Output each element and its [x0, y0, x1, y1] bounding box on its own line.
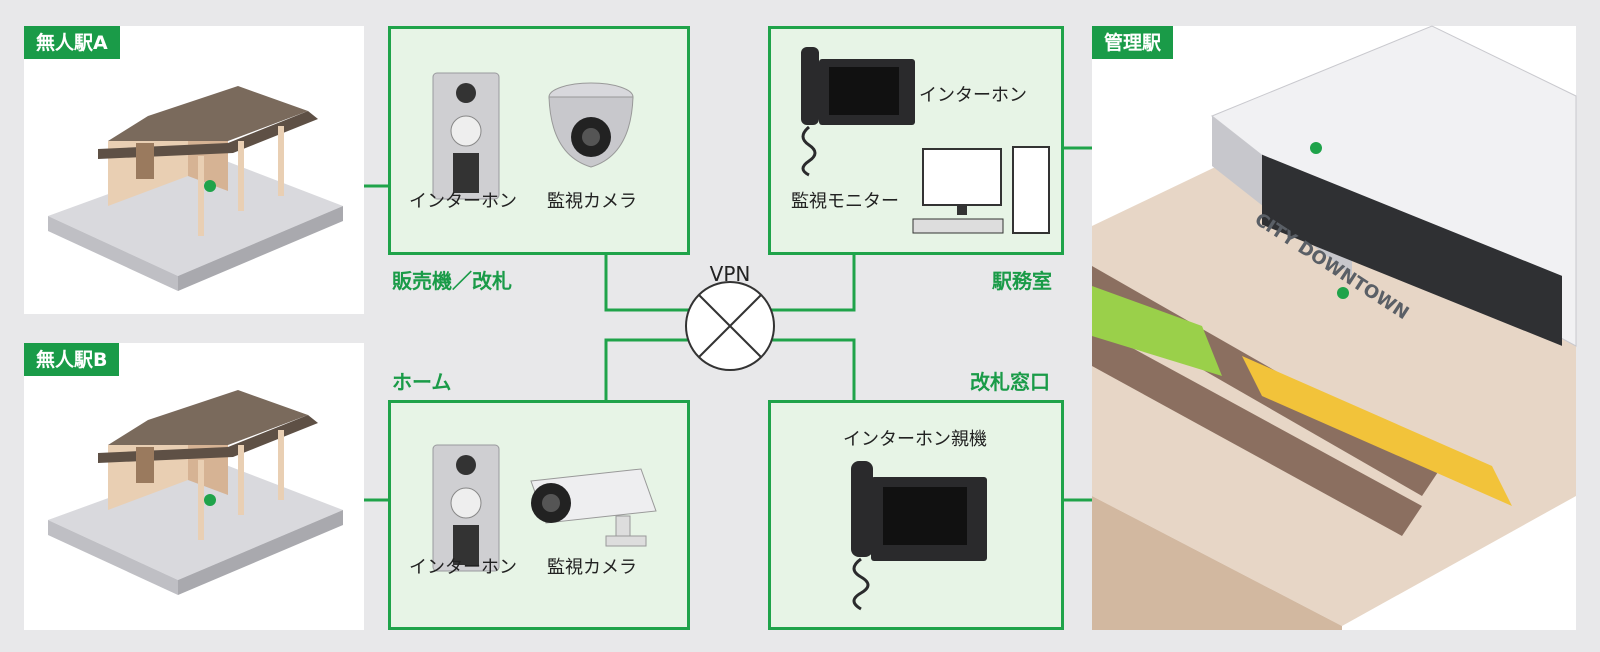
- hq-dot-window: [1337, 287, 1349, 299]
- window-device-1-label: インターホン親機: [843, 429, 987, 450]
- home-device-1-label: インターホン: [409, 557, 517, 578]
- office-device-2-label: 監視モニター: [791, 191, 899, 212]
- station-shelter-icon: [48, 86, 343, 291]
- ticket-window-label: 改札窓口: [970, 370, 1050, 394]
- station-shelter-icon: [48, 390, 343, 595]
- station-a-panel: [24, 26, 364, 314]
- hq-dot-office: [1310, 142, 1322, 154]
- platform-label: ホーム: [392, 370, 452, 394]
- ticket-device-2-label: 監視カメラ: [547, 191, 637, 212]
- desktop-pc-icon: [912, 146, 1050, 234]
- station-a-tag: 無人駅A: [24, 26, 120, 59]
- station-b-panel: [24, 343, 364, 630]
- door-intercom-icon: [432, 72, 500, 200]
- office-device-1-label: インターホン: [919, 85, 1027, 106]
- door-intercom-icon: [432, 444, 500, 572]
- ticket-device-1-label: インターホン: [409, 191, 517, 212]
- isometric-station-icon: [1092, 25, 1577, 630]
- station-b-tag: 無人駅B: [24, 343, 120, 376]
- hq-station-tag: 管理駅: [1092, 26, 1174, 59]
- dome-camera-icon: [548, 82, 634, 168]
- station-office-label: 駅務室: [992, 269, 1052, 293]
- home-device-2-label: 監視カメラ: [547, 557, 637, 578]
- monitor-intercom-icon: [851, 461, 987, 611]
- platform-box: インターホン 監視カメラ: [388, 400, 690, 630]
- vpn-hub-icon: [685, 281, 775, 371]
- monitor-intercom-icon: [801, 47, 915, 177]
- ticket-gate-box: インターホン 監視カメラ: [388, 26, 690, 255]
- station-office-box: インターホン 監視モニター: [768, 26, 1064, 255]
- ticket-gate-label: 販売機／改札: [392, 269, 512, 293]
- hq-station-panel: CITY DOWNTOWN: [1092, 25, 1577, 630]
- station-b-dot: [204, 494, 216, 506]
- ticket-window-box: インターホン親機: [768, 400, 1064, 630]
- station-a-dot: [204, 180, 216, 192]
- bullet-camera-icon: [530, 468, 657, 547]
